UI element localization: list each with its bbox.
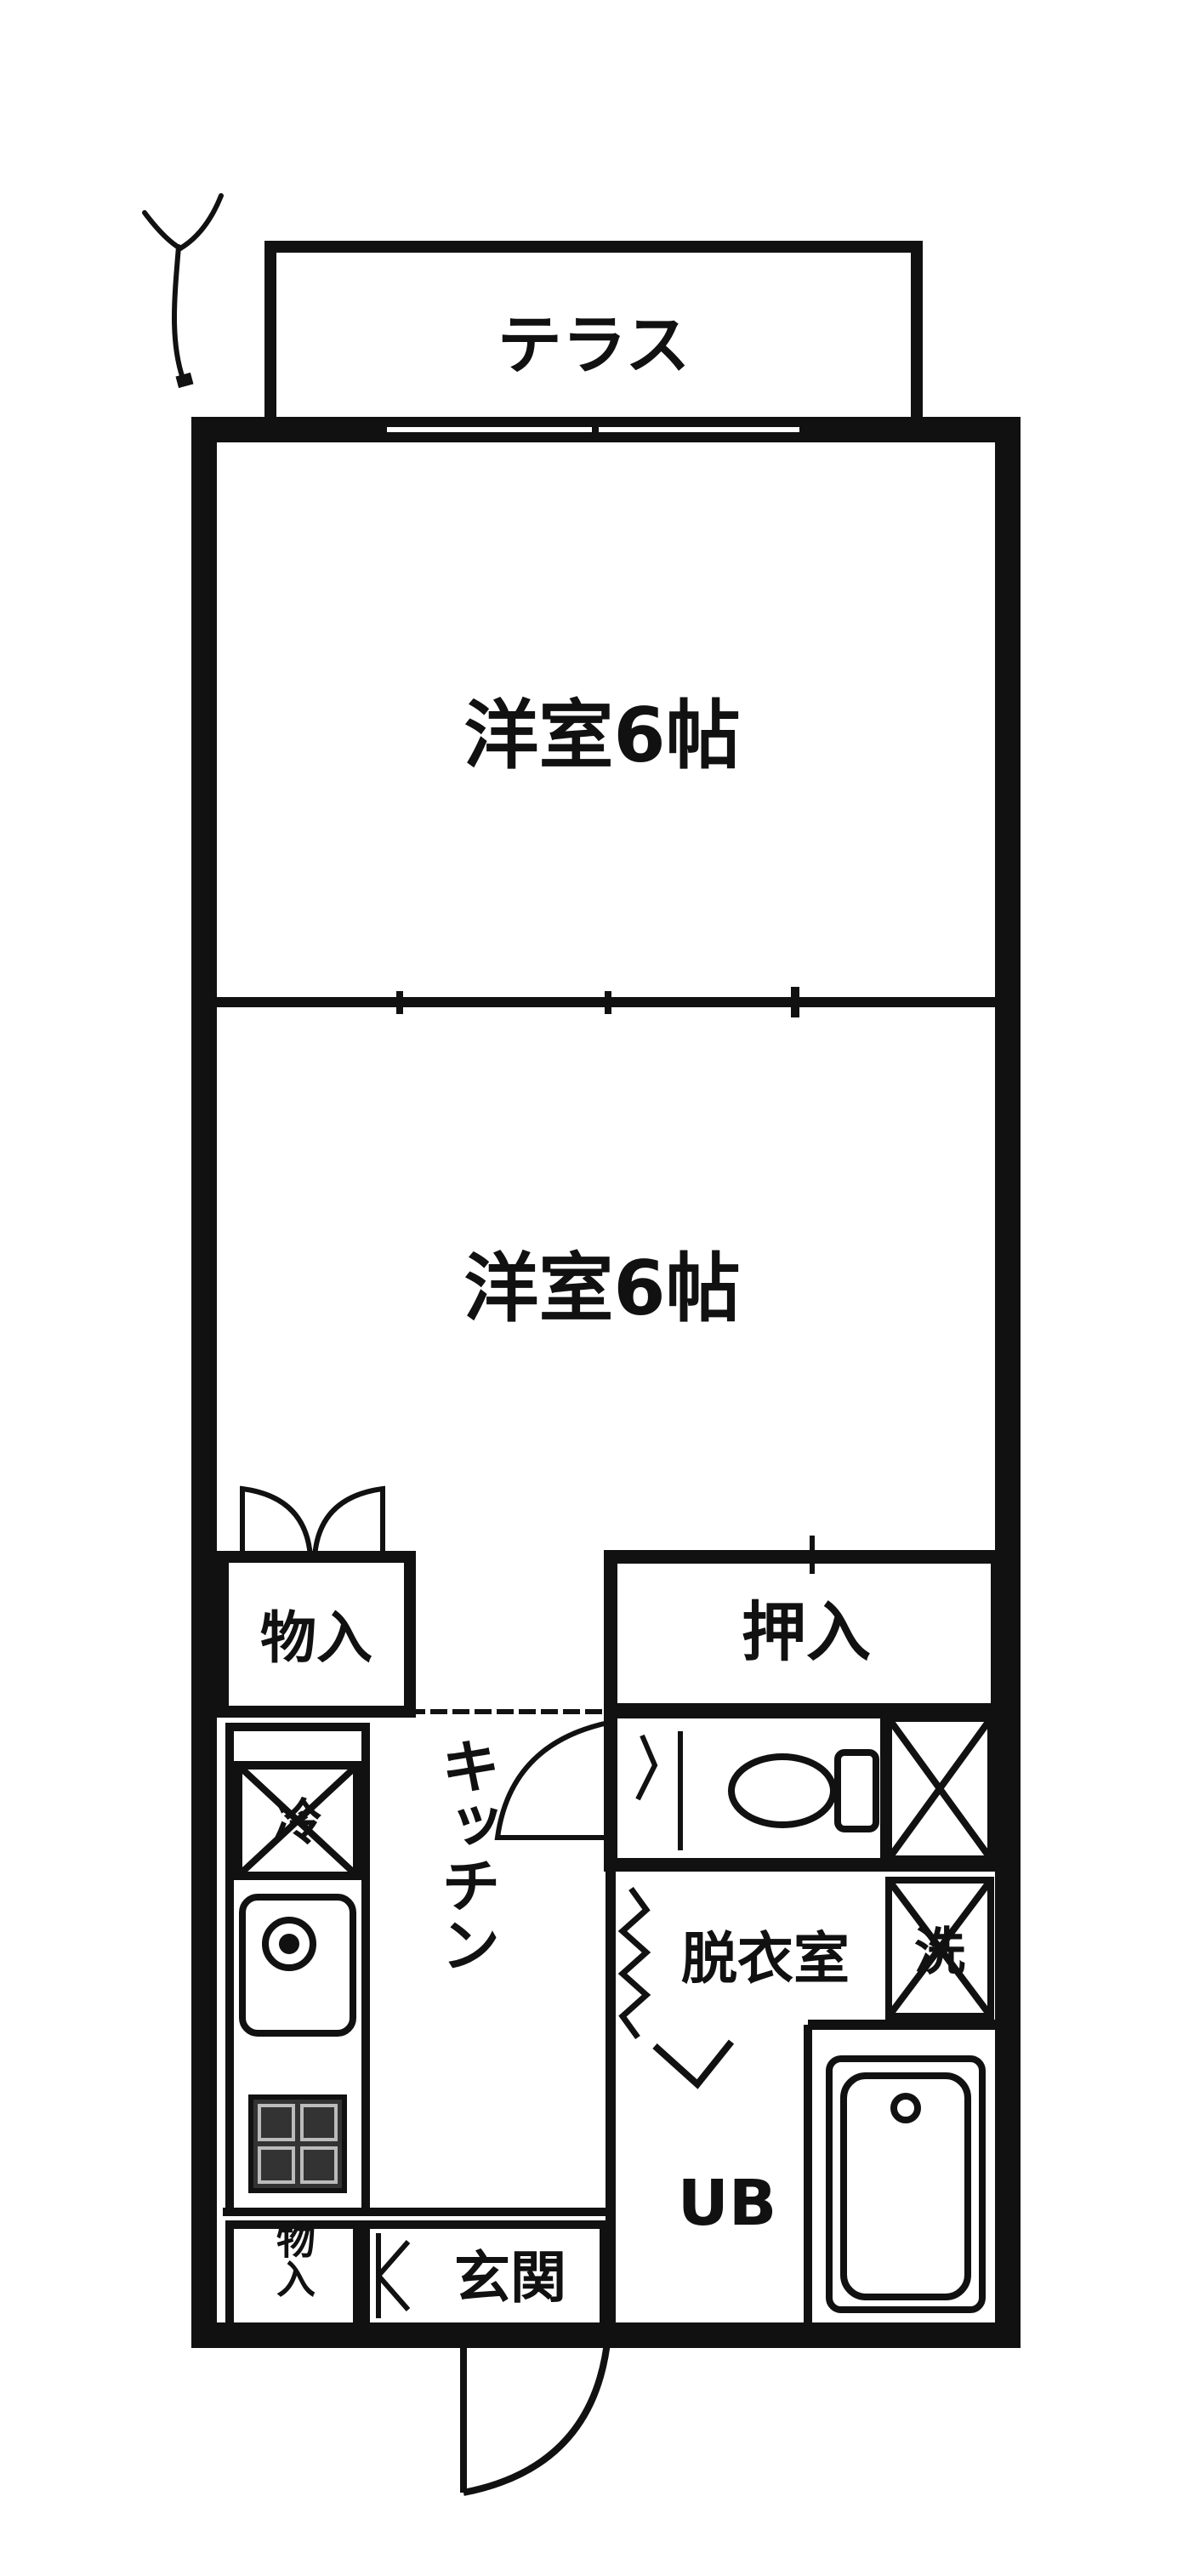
stove-icon (248, 2094, 347, 2193)
room-label-entrance: 玄関 (454, 2245, 566, 2311)
entrance-door (460, 2334, 611, 2496)
washer-box (885, 1877, 994, 2020)
toilet-door (635, 1731, 683, 1850)
sink-icon (239, 1894, 356, 2037)
fridge-box (234, 1761, 361, 1880)
terrace-window (387, 420, 799, 439)
storage-west-door (240, 1485, 385, 1558)
entrance-outline (361, 2220, 608, 2331)
storage-entrance-outline (225, 2220, 361, 2331)
kitchen-door-swing (494, 1720, 609, 1840)
room-label-kitchen: キッチン (431, 1735, 501, 1974)
room-label-western-north: 洋室6帖 (463, 692, 740, 779)
room-label-bath: UB (678, 2167, 777, 2240)
room-label-closet: 押入 (742, 1594, 871, 1670)
partition-wall (217, 987, 995, 1017)
room-label-terrace: テラス (498, 307, 690, 383)
room-label-storage-entrance: 物入 (270, 2220, 316, 2298)
room-label-western-south: 洋室6帖 (463, 1245, 740, 1332)
toilet-icon (728, 1749, 879, 1832)
room-label-fridge: 冷 (273, 1793, 322, 1851)
toilet-room-outline (604, 1705, 1004, 1872)
bath-door-mark (652, 2039, 735, 2089)
curtain-divider (617, 1886, 651, 2040)
room-label-dressing: 脱衣室 (681, 1926, 850, 1992)
room-label-washer: 洗 (914, 1923, 965, 1982)
north-arrow-icon (142, 193, 224, 389)
room-label-storage-west: 物入 (260, 1605, 372, 1671)
bathtub-icon (826, 2055, 986, 2313)
